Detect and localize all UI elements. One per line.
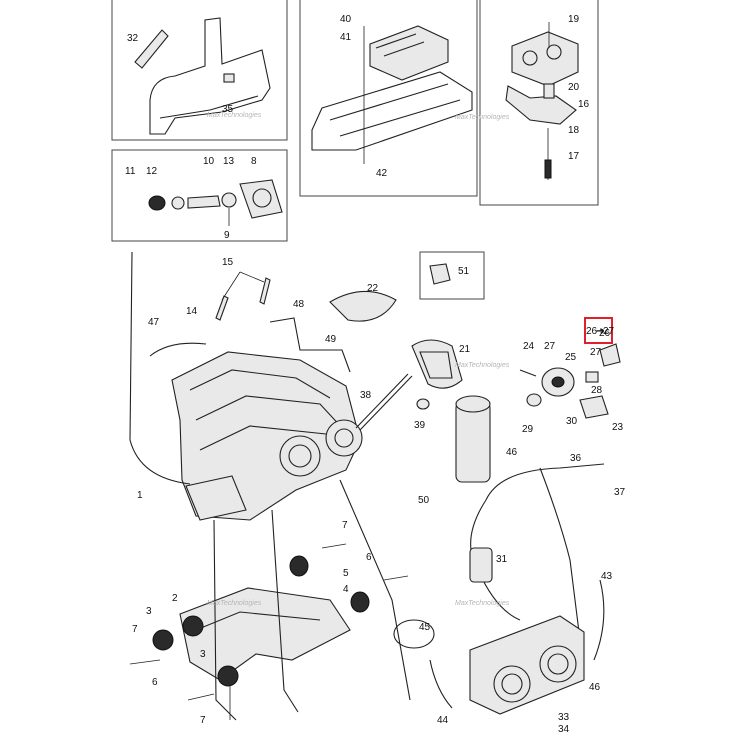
callout-number: 48 [293, 299, 305, 310]
highlight-right-number: 27 [603, 326, 615, 337]
callout-number: 27 [544, 341, 556, 352]
belt-guard-drawing [329, 290, 463, 431]
callout-number: 16 [578, 99, 590, 110]
highlighted-callout[interactable]: 26 ➔ 27 [584, 317, 615, 344]
callout-number: 24 [523, 341, 535, 352]
callout-labels: 32 35 40 41 42 19 20 16 18 17 11 12 10 1… [125, 14, 626, 735]
callout-number: 7 [132, 624, 138, 635]
callout-number: 37 [614, 487, 626, 498]
callout-number: 11 [125, 166, 136, 177]
callout-number: 17 [568, 151, 580, 162]
callout-number: 3 [146, 606, 152, 617]
callout-number: 15 [222, 257, 234, 268]
callout-number: 9 [224, 230, 230, 241]
callout-number: 38 [360, 390, 372, 401]
callout-number: 44 [437, 715, 449, 726]
callout-number: 5 [343, 568, 349, 579]
watermark-text: MaxTechnologies [455, 362, 510, 369]
bracket-assembly-drawing [505, 22, 579, 180]
callout-number: 6 [152, 677, 158, 688]
watermark-text: MaxTechnologies [207, 600, 262, 607]
callout-number: 7 [342, 520, 348, 531]
callout-number: 2 [172, 593, 178, 604]
carburetor-drawing [393, 615, 585, 715]
frame-outline [129, 251, 411, 721]
spark-plugs-drawing [215, 271, 271, 321]
callout-number: 19 [568, 14, 580, 25]
watermarks: MaxTechnologies MaxTechnologies MaxTechn… [207, 112, 510, 607]
callout-number: 42 [376, 168, 388, 179]
callout-number: 4 [343, 584, 349, 595]
callout-number: 51 [458, 266, 470, 277]
callout-number: 43 [601, 571, 613, 582]
callout-number: 50 [418, 495, 430, 506]
callout-number: 35 [222, 104, 234, 115]
callout-number: 3 [200, 649, 206, 660]
callout-number: 14 [186, 306, 198, 317]
valve-parts-drawing [148, 179, 283, 226]
callout-number: 34 [558, 724, 570, 735]
engine-mount-drawing [129, 543, 409, 720]
callout-number: 22 [367, 283, 379, 294]
callout-number: 49 [325, 334, 337, 345]
watermark-text: MaxTechnologies [455, 114, 510, 121]
callout-number: 13 [223, 156, 235, 167]
callout-number: 31 [496, 554, 508, 565]
callout-number: 28 [591, 385, 603, 396]
callout-number: 45 [419, 622, 431, 633]
arrow-icon: ➔ [596, 326, 604, 337]
callout-number: 29 [522, 424, 534, 435]
rack-bracket-drawing [134, 17, 271, 135]
callout-number: 47 [148, 317, 160, 328]
watermark-text: MaxTechnologies [455, 600, 510, 607]
watermark-text: MaxTechnologies [207, 112, 262, 119]
callout-number: 1 [137, 490, 143, 501]
callout-number: 30 [566, 416, 578, 427]
callout-number: 33 [558, 712, 570, 723]
engine-block-drawing [149, 317, 363, 521]
oil-pump-drawing [455, 343, 621, 483]
callout-number: 12 [146, 166, 158, 177]
callout-number: 32 [127, 33, 139, 44]
callout-number: 39 [414, 420, 426, 431]
callout-number: 25 [565, 352, 577, 363]
callout-number: 20 [568, 82, 580, 93]
callout-number: 18 [568, 125, 580, 136]
callout-number: 21 [459, 344, 471, 355]
highlight-left-number: 26 [586, 326, 598, 337]
callout-number: 26 [599, 328, 611, 339]
callout-number: 23 [612, 422, 624, 433]
mount-plate-drawing [311, 25, 473, 164]
callout-number: 41 [340, 32, 352, 43]
callout-number: 46 [506, 447, 518, 458]
callout-number: 10 [203, 156, 215, 167]
callout-number: 6 [366, 552, 372, 563]
callout-number: 46 [589, 682, 601, 693]
callout-number: 40 [340, 14, 352, 25]
clip-drawing [429, 263, 451, 285]
callout-number: 36 [570, 453, 582, 464]
callout-number: 7 [200, 715, 206, 726]
callout-number: 27 [590, 347, 602, 358]
inset-frames [111, 0, 599, 300]
oil-line-drawing [469, 463, 605, 661]
callout-number: 8 [251, 156, 257, 167]
